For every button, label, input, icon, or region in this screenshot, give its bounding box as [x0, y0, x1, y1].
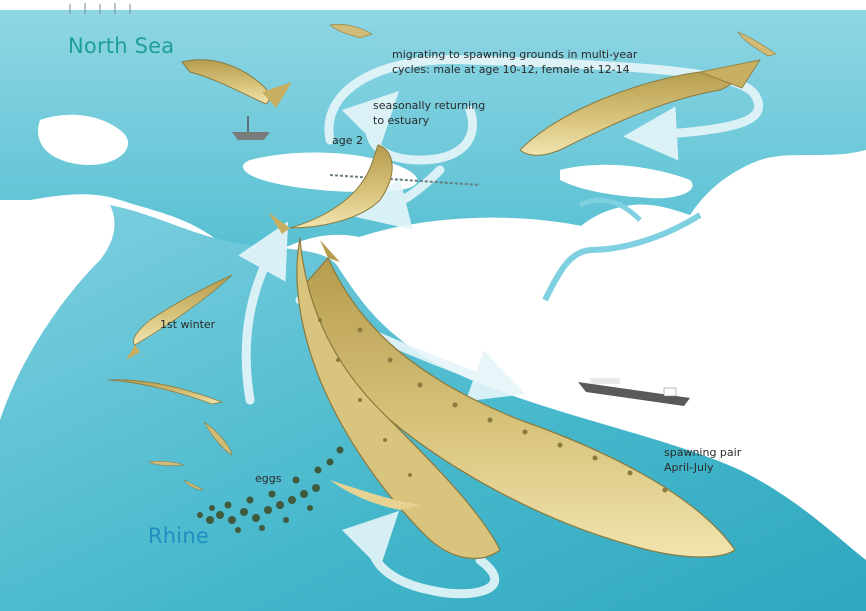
eggs-label: eggs	[255, 472, 281, 486]
first-winter-label: 1st winter	[160, 318, 215, 332]
rhine-label: Rhine	[148, 524, 209, 548]
migrating-label-line1: migrating to spawning grounds in multi-y…	[392, 48, 637, 62]
returning-label-line1: seasonally returning	[373, 99, 485, 113]
migrating-label-line2: cycles: male at age 10-12, female at 12-…	[392, 63, 630, 77]
spawning-label-line1: spawning pair	[664, 446, 741, 460]
spawning-label-line2: April-July	[664, 461, 714, 475]
north-sea-label: North Sea	[68, 34, 174, 58]
age2-label: age 2	[332, 134, 363, 148]
returning-label-line2: to estuary	[373, 114, 429, 128]
